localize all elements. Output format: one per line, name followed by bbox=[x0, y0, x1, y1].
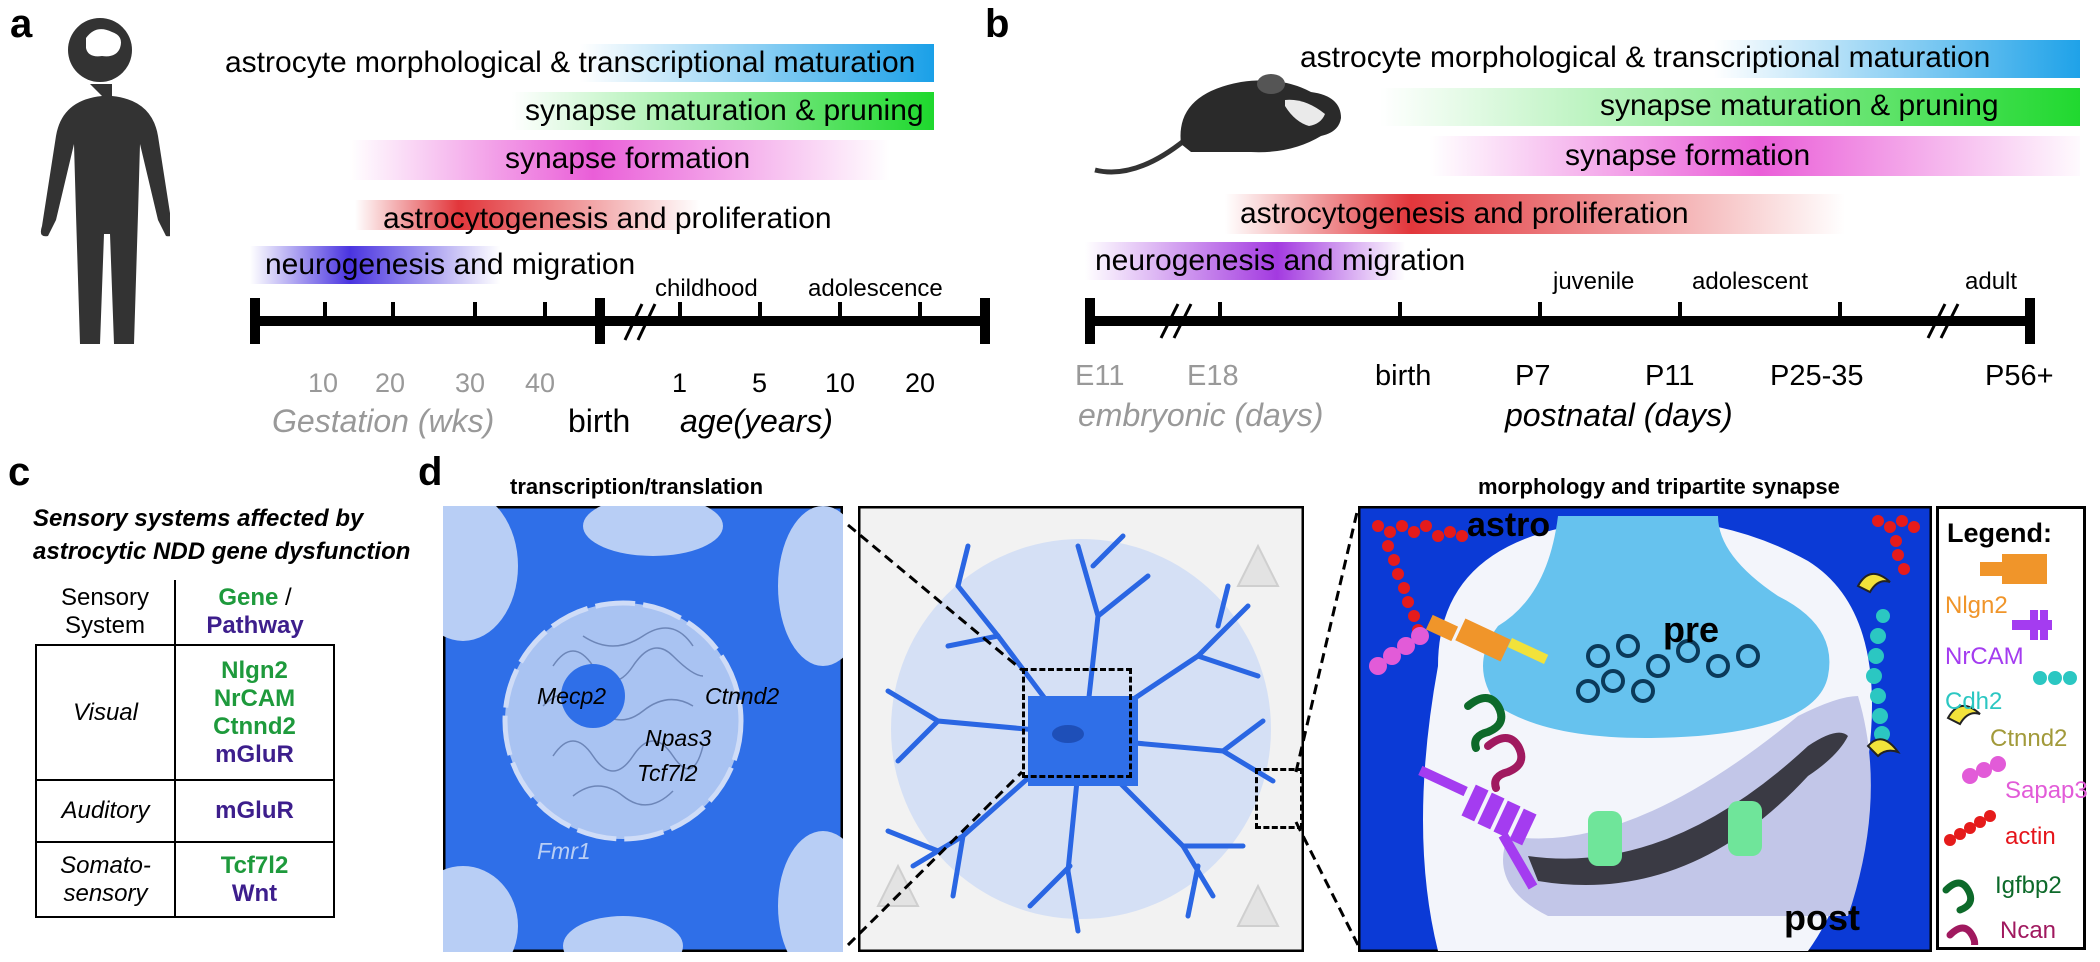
gene-fmr1: Fmr1 bbox=[537, 838, 591, 864]
b-tick-p11: P11 bbox=[1645, 360, 1695, 392]
legend-actin: actin bbox=[2005, 823, 2056, 850]
d-title-transcription: transcription/translation bbox=[510, 474, 764, 499]
a-tick-40: 40 bbox=[525, 368, 556, 398]
row-genes-visual: Nlgn2 NrCAM Ctnnd2 mGluR bbox=[174, 644, 335, 781]
b-tick-birth: birth bbox=[1375, 360, 1432, 392]
header-gene-pathway: Gene / Pathway bbox=[174, 580, 334, 646]
row-genes-somatosensory: Tcf7l2 Wnt bbox=[174, 841, 335, 918]
c-title-line2: astrocytic NDD gene dysfunction bbox=[33, 538, 411, 565]
a-bar-astro-maturation: astrocyte morphological & transcriptiona… bbox=[225, 46, 916, 79]
panel-b-bars bbox=[1085, 40, 2080, 280]
a-gestation-label: Gestation (wks) bbox=[272, 403, 495, 439]
synapse-panel bbox=[1358, 506, 1932, 952]
row-genes-auditory: mGluR bbox=[174, 779, 335, 843]
b-tick-p7: P7 bbox=[1515, 360, 1551, 392]
a-tick-10y: 10 bbox=[825, 368, 856, 398]
a-bar-astrocytogenesis: astrocytogenesis and proliferation bbox=[383, 202, 832, 235]
row-system-somatosensory: Somato-sensory bbox=[35, 841, 176, 918]
b-bar-synapse-maturation: synapse maturation & pruning bbox=[1600, 89, 1999, 122]
b-embryonic-label: embryonic (days) bbox=[1078, 397, 1324, 433]
b-stage-juvenile: juvenile bbox=[1553, 268, 1635, 295]
b-tick-p56: P56+ bbox=[1985, 360, 2054, 392]
b-postnatal-label: postnatal (days) bbox=[1505, 397, 1733, 433]
legend-nlgn2: Nlgn2 bbox=[1945, 592, 2008, 619]
a-stage-childhood: childhood bbox=[655, 275, 758, 302]
a-stage-adolescence: adolescence bbox=[808, 275, 943, 302]
mouse-silhouette bbox=[1094, 74, 1341, 175]
a-age-label: age(years) bbox=[680, 403, 833, 439]
row-system-auditory: Auditory bbox=[35, 779, 176, 843]
legend-ctnnd2: Ctnnd2 bbox=[1990, 725, 2068, 752]
panel-a-bars bbox=[350, 44, 934, 230]
b-bar-astro-maturation: astrocyte morphological & transcriptiona… bbox=[1300, 41, 1991, 74]
table-row: Visual Nlgn2 NrCAM Ctnnd2 mGluR bbox=[35, 644, 335, 781]
a-bar-synapse-maturation: synapse maturation & pruning bbox=[525, 94, 924, 127]
b-timeline-axis bbox=[1085, 298, 2035, 344]
d-title-morphology: morphology and tripartite synapse bbox=[1478, 474, 1840, 499]
b-bar-synapse-formation: synapse formation bbox=[1565, 139, 1811, 172]
panel-label-b: b bbox=[985, 2, 1010, 46]
b-tick-e18: E18 bbox=[1187, 360, 1239, 392]
a-tick-30: 30 bbox=[455, 368, 486, 398]
label-astro: astro bbox=[1467, 506, 1551, 544]
c-title-line1: Sensory systems affected by bbox=[33, 505, 364, 532]
b-stage-adult: adult bbox=[1965, 268, 2018, 295]
panel-label-d: d bbox=[418, 450, 443, 494]
astrocyte-soma-dashed-box bbox=[1022, 668, 1132, 778]
astrocyte-process-dashed-box bbox=[1255, 768, 1303, 829]
panel-label-c: c bbox=[8, 450, 31, 494]
b-tick-p25-35: P25-35 bbox=[1770, 360, 1864, 392]
a-timeline-axis bbox=[250, 298, 990, 344]
legend-ncan: Ncan bbox=[2000, 917, 2057, 944]
a-bar-synapse-formation: synapse formation bbox=[505, 142, 751, 175]
gene-tcf7l2: Tcf7l2 bbox=[637, 760, 698, 786]
human-child-silhouette bbox=[40, 18, 170, 344]
legend-sapap3: Sapap3 bbox=[2005, 777, 2088, 804]
gene-mecp2: Mecp2 bbox=[537, 683, 607, 709]
a-tick-10: 10 bbox=[308, 368, 339, 398]
table-row: Somato-sensory Tcf7l2 Wnt bbox=[35, 841, 335, 918]
label-pre: pre bbox=[1663, 609, 1720, 650]
panel-label-a: a bbox=[10, 2, 33, 46]
a-tick-1: 1 bbox=[672, 368, 688, 398]
a-tick-5: 5 bbox=[752, 368, 768, 398]
table-row: Auditory mGluR bbox=[35, 779, 335, 843]
zoom-lines bbox=[846, 507, 1360, 947]
b-tick-e11: E11 bbox=[1075, 360, 1125, 392]
row-system-visual: Visual bbox=[35, 644, 176, 781]
legend-nrcam: NrCAM bbox=[1945, 643, 2024, 670]
b-bar-neurogenesis: neurogenesis and migration bbox=[1095, 244, 1466, 277]
a-tick-20y: 20 bbox=[905, 368, 936, 398]
label-post: post bbox=[1784, 897, 1860, 938]
a-tick-20: 20 bbox=[375, 368, 406, 398]
legend-box bbox=[1936, 506, 2086, 950]
gene-npas3: Npas3 bbox=[645, 725, 712, 751]
gene-ctnnd2: Ctnnd2 bbox=[705, 683, 780, 709]
legend-icons bbox=[1942, 554, 2077, 945]
b-bar-astrocytogenesis: astrocytogenesis and proliferation bbox=[1240, 197, 1689, 230]
panel-a-bar-neuro bbox=[250, 246, 500, 284]
a-birth-label: birth bbox=[568, 403, 631, 439]
astrocyte-panel bbox=[858, 506, 1304, 952]
a-bar-neurogenesis: neurogenesis and migration bbox=[265, 248, 636, 281]
legend-igfbp2: Igfbp2 bbox=[1995, 872, 2062, 899]
nucleus-zoom-panel bbox=[443, 506, 843, 952]
b-stage-adolescent: adolescent bbox=[1692, 268, 1809, 295]
legend-cdh2: Cdh2 bbox=[1945, 688, 2003, 715]
legend-title: Legend: bbox=[1947, 518, 2052, 548]
